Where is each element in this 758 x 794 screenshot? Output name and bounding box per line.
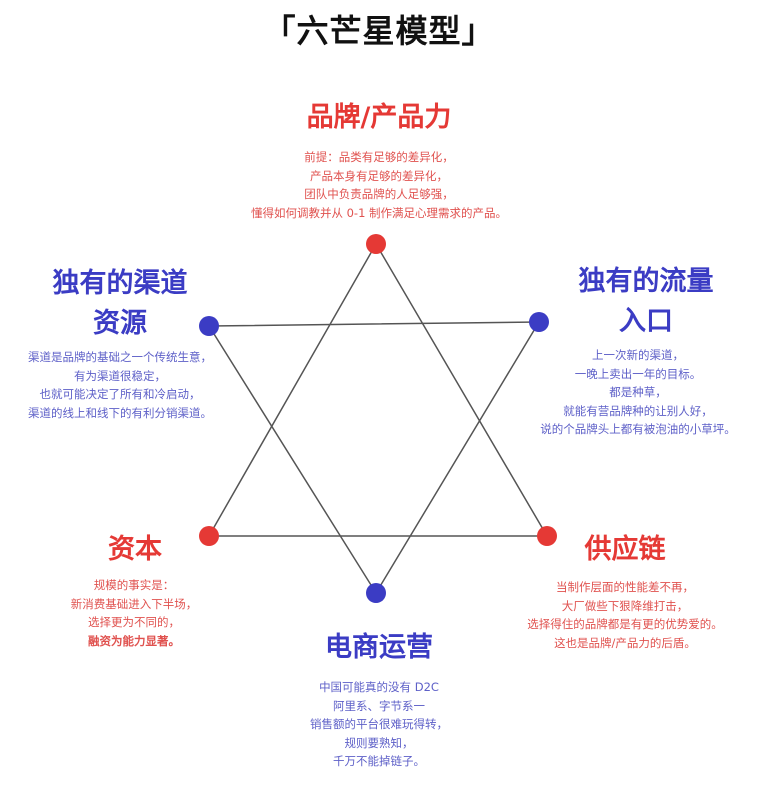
brand-description: 前提：品类有足够的差异化， 产品本身有足够的差异化， 团队中负责品牌的人足够强，… [199,148,559,222]
node-brand-dot [366,234,386,254]
ecommerce-line: 销售额的平台很难玩得转， [310,717,448,731]
upward-triangle [207,242,549,537]
ecommerce-line: 阿里系、字节系一 [333,698,425,713]
channel-description: 渠道是品牌的基础之一个传统生意， 有为渠道很稳定， 也就可能决定了所有和冷启动，… [2,348,238,422]
traffic-line: 一晚上卖出一年的目标。 [574,366,702,381]
supply-line: 当制作层面的性能差不再， [556,580,694,594]
ecommerce-heading: 电商运营 [325,632,433,663]
traffic-heading-line: 独有的流量 [578,266,714,297]
channel-line: 也就可能决定了所有和冷启动， [39,387,201,401]
page-title: 「六芒星模型」 [263,12,495,50]
ecommerce-line: 千万不能掉链子。 [333,754,425,768]
capital-line: 融资为能力显著。 [88,633,180,648]
supply-description: 当制作层面的性能差不再， 大厂做些下狠降维打击， 选择得住的品牌都是有更的优势爱… [500,578,750,652]
brand-line: 团队中负责品牌的人足够强， [304,187,454,201]
brand-line: 前提：品类有足够的差异化， [304,150,454,164]
node-supply-dot [537,526,557,546]
channel-heading-line: 独有的渠道 [52,268,188,299]
ecommerce-description: 中国可能真的没有 D2C 阿里系、字节系一 销售额的平台很难玩得转， 规则要熟知… [259,678,499,771]
traffic-line: 都是种草， [609,385,667,399]
supply-line: 这也是品牌/产品力的后盾。 [554,635,696,650]
traffic-line: 上一次新的渠道， [592,348,684,362]
channel-heading-line: 资源 [93,308,147,339]
traffic-line: 就能有营品牌种的让别人好， [563,403,713,418]
capital-line: 规模的事实是： [93,578,175,592]
capital-line: 新消费基础进入下半场， [70,596,198,611]
traffic-heading: 独有的流量 入口 [546,262,746,342]
capital-description: 规模的事实是： 新消费基础进入下半场， 选择更为不同的， 融资为能力显著。 [36,576,232,650]
capital-line: 选择更为不同的， [88,615,180,629]
brand-heading: 品牌/产品力 [306,102,452,133]
brand-line: 懂得如何调教并从 0-1 制作满足心理需求的产品。 [250,205,508,220]
channel-line: 有为渠道很稳定， [74,368,166,383]
traffic-description: 上一次新的渠道， 一晚上卖出一年的目标。 都是种草， 就能有营品牌种的让别人好，… [520,346,756,439]
channel-line: 渠道的线上和线下的有利分销渠道。 [28,405,212,420]
node-traffic-dot [529,312,549,332]
channel-heading: 独有的渠道 资源 [20,264,220,344]
ecommerce-line: 中国可能真的没有 D2C [319,680,439,694]
brand-line: 产品本身有足够的差异化， [310,168,448,183]
supply-heading: 供应链 [584,534,666,565]
node-capital-dot [199,526,219,546]
node-ecommerce-dot [366,583,386,603]
traffic-heading-line: 入口 [619,306,673,337]
capital-heading: 资本 [108,534,162,565]
supply-line: 选择得住的品牌都是有更的优势爱的。 [527,617,723,631]
traffic-line: 说的个品牌头上都有被泡油的小草坪。 [540,422,736,436]
downward-triangle [207,321,541,595]
channel-line: 渠道是品牌的基础之一个传统生意， [28,350,212,364]
ecommerce-line: 规则要熟知， [344,735,414,750]
supply-line: 大厂做些下狠降维打击， [561,598,689,613]
node-channel-dot [199,316,219,336]
